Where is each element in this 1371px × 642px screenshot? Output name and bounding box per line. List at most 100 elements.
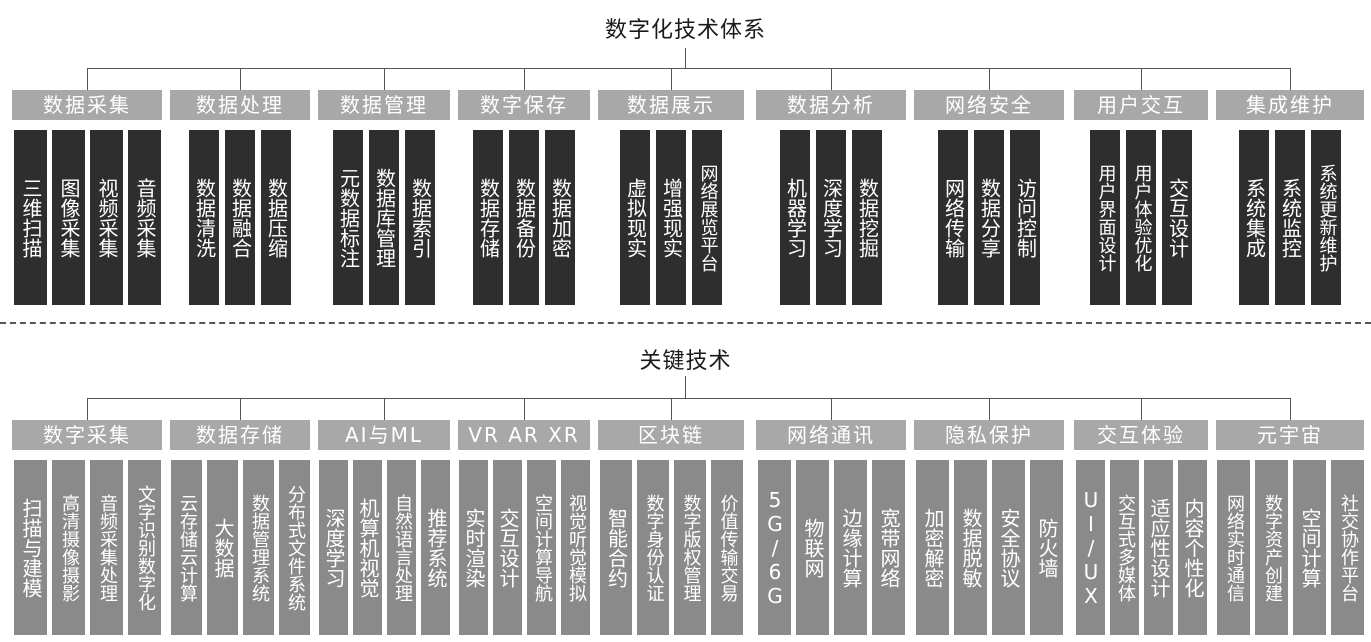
bottom-drop-line [524, 398, 525, 420]
bottom-item-bar: 加密解密 [916, 460, 949, 635]
bottom-category-8: 交互体验 [1074, 420, 1208, 450]
top-item-bar: 音频采集 [128, 130, 161, 305]
bottom-item-bar: 分布式文件系统 [279, 460, 310, 635]
top-item-bar: 系统集成 [1239, 130, 1269, 305]
top-item-bar: 交互设计 [1162, 130, 1192, 305]
bottom-branch-line [87, 398, 1290, 399]
top-item-bar: 数据存储 [473, 130, 503, 305]
bottom-item-bar: 高清摄像摄影 [52, 460, 85, 635]
top-drop-line [240, 68, 241, 90]
bottom-trunk-line [685, 376, 686, 398]
top-item-bar: 数据加密 [545, 130, 575, 305]
bottom-section-title: 关键技术 [639, 349, 732, 374]
top-item-bar: 深度学习 [816, 130, 846, 305]
top-item-bar: 三维扫描 [14, 130, 47, 305]
bottom-category-6: 网络通讯 [756, 420, 906, 450]
top-category-9: 集成维护 [1216, 90, 1364, 120]
bottom-item-bar: 数据管理系统 [243, 460, 274, 635]
top-item-bar: 元数据标注 [333, 130, 363, 305]
bottom-item-bar: 视觉听觉模拟 [561, 460, 590, 635]
bottom-item-bar: 音频采集处理 [90, 460, 123, 635]
top-item-bar: 网络传输 [938, 130, 968, 305]
top-category-8: 用户交互 [1074, 90, 1208, 120]
top-item-bar: 用户界面设计 [1090, 130, 1120, 305]
top-drop-line [671, 68, 672, 90]
top-section-title: 数字化技术体系 [604, 18, 766, 43]
bottom-drop-line [671, 398, 672, 420]
bottom-drop-line [1290, 398, 1291, 420]
top-item-bar: 数据挖掘 [852, 130, 882, 305]
bottom-item-bar: 扫描与建模 [14, 460, 47, 635]
top-item-bar: 机器学习 [780, 130, 810, 305]
bottom-category-1: 数字采集 [12, 420, 162, 450]
top-item-bar: 数据融合 [225, 130, 255, 305]
bottom-item-bar: 数字身份认证 [637, 460, 669, 635]
bottom-item-bar: 数字版权管理 [674, 460, 706, 635]
bottom-item-bar: 宽带网络 [872, 460, 905, 635]
bottom-item-bar: 网络实时通信 [1217, 460, 1250, 635]
bottom-item-bar: 大数据 [207, 460, 238, 635]
top-item-bar: 图像采集 [52, 130, 85, 305]
bottom-item-bar: 5G/6G [758, 460, 791, 635]
top-item-bar: 增强现实 [656, 130, 686, 305]
top-item-bar: 数据压缩 [261, 130, 291, 305]
top-category-6: 数据分析 [756, 90, 906, 120]
top-category-3: 数据管理 [318, 90, 450, 120]
bottom-item-bar: 防火墙 [1030, 460, 1063, 635]
bottom-item-bar: 社交协作平台 [1331, 460, 1364, 635]
top-item-bar: 系统更新维护 [1311, 130, 1341, 305]
top-category-4: 数字保存 [458, 90, 590, 120]
bottom-category-4: VR AR XR [458, 420, 590, 450]
top-category-2: 数据处理 [170, 90, 310, 120]
bottom-item-bar: UI/UX [1076, 460, 1105, 635]
bottom-drop-line [989, 398, 990, 420]
bottom-item-bar: 数字资产创建 [1255, 460, 1288, 635]
bottom-drop-line [240, 398, 241, 420]
bottom-category-9: 元宇宙 [1216, 420, 1364, 450]
bottom-item-bar: 内容个性化 [1178, 460, 1207, 635]
top-item-bar: 虚拟现实 [620, 130, 650, 305]
top-item-bar: 用户体验优化 [1126, 130, 1156, 305]
section-divider [0, 322, 1371, 324]
top-item-bar: 网络展览平台 [692, 130, 722, 305]
bottom-item-bar: 空间计算导航 [527, 460, 556, 635]
top-drop-line [1290, 68, 1291, 90]
top-category-1: 数据采集 [12, 90, 162, 120]
bottom-drop-line [87, 398, 88, 420]
bottom-drop-line [831, 398, 832, 420]
bottom-item-bar: 深度学习 [319, 460, 348, 635]
top-item-bar: 数据索引 [405, 130, 435, 305]
bottom-item-bar: 自然语言处理 [387, 460, 416, 635]
bottom-category-2: 数据存储 [170, 420, 310, 450]
bottom-item-bar: 推荐系统 [421, 460, 450, 635]
top-drop-line [831, 68, 832, 90]
bottom-item-bar: 交互设计 [493, 460, 522, 635]
top-drop-line [384, 68, 385, 90]
top-item-bar: 视频采集 [90, 130, 123, 305]
top-item-bar: 数据库管理 [369, 130, 399, 305]
top-drop-line [1141, 68, 1142, 90]
top-drop-line [989, 68, 990, 90]
bottom-item-bar: 空间计算 [1293, 460, 1326, 635]
top-drop-line [87, 68, 88, 90]
bottom-item-bar: 边缘计算 [834, 460, 867, 635]
top-drop-line [524, 68, 525, 90]
bottom-item-bar: 文字识别数字化 [128, 460, 161, 635]
bottom-item-bar: 交互式多媒体 [1110, 460, 1139, 635]
top-item-bar: 访问控制 [1010, 130, 1040, 305]
bottom-drop-line [1141, 398, 1142, 420]
bottom-item-bar: 适应性设计 [1144, 460, 1173, 635]
bottom-category-7: 隐私保护 [914, 420, 1064, 450]
bottom-item-bar: 机算机视觉 [353, 460, 382, 635]
top-trunk-line [685, 48, 686, 68]
bottom-item-bar: 实时渲染 [459, 460, 488, 635]
top-branch-line [87, 68, 1290, 69]
bottom-category-3: AI与ML [318, 420, 450, 450]
bottom-item-bar: 数据脱敏 [954, 460, 987, 635]
bottom-item-bar: 安全协议 [992, 460, 1025, 635]
top-item-bar: 数据分享 [974, 130, 1004, 305]
bottom-drop-line [384, 398, 385, 420]
top-item-bar: 数据备份 [509, 130, 539, 305]
top-item-bar: 系统监控 [1275, 130, 1305, 305]
